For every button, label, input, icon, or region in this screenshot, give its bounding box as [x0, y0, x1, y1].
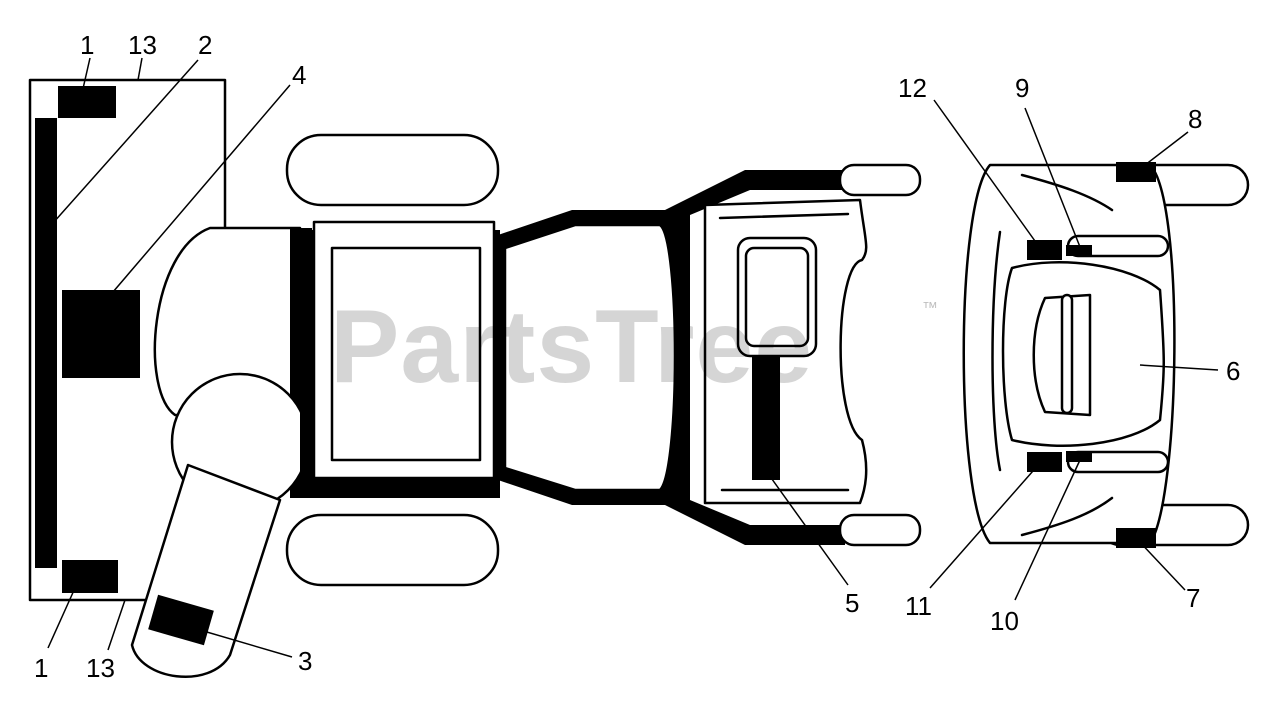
callout-5: 5: [845, 588, 860, 618]
decal-10: [1066, 451, 1092, 462]
decal-5: [752, 356, 780, 480]
callout-9: 9: [1015, 73, 1030, 103]
callout-6: 6: [1226, 356, 1241, 386]
front-view-tractor: [962, 162, 1250, 548]
callout-2: 2: [198, 30, 213, 60]
callout-1-bottom: 1: [34, 653, 49, 683]
callout-1-top: 1: [80, 30, 95, 60]
rear-wheel-top: [285, 133, 500, 207]
leader-lines: [44, 57, 1219, 658]
decal-3: [148, 594, 214, 646]
decal-12: [1027, 240, 1062, 260]
callout-10: 10: [990, 606, 1019, 636]
frame: [498, 170, 845, 545]
decal-11: [1027, 452, 1062, 472]
center-deck: [300, 220, 500, 498]
callout-12: 12: [898, 73, 927, 103]
callout-13-top: 13: [128, 30, 157, 60]
decal-1-bottom: [62, 560, 118, 593]
callout-13-bottom: 13: [86, 653, 115, 683]
decal-4: [62, 290, 140, 378]
rear-wheel-bottom: [285, 513, 500, 587]
callout-11: 11: [905, 591, 932, 621]
watermark-trademark: ™: [922, 300, 938, 317]
callout-8: 8: [1188, 104, 1203, 134]
front-hood: [703, 198, 868, 505]
decal-9: [1066, 245, 1092, 256]
callout-7: 7: [1186, 583, 1201, 613]
discharge-chute: [130, 372, 310, 678]
decal-2: [35, 118, 57, 568]
callout-4: 4: [292, 60, 307, 90]
decal-1-top: [58, 86, 116, 118]
callout-3: 3: [298, 646, 313, 676]
